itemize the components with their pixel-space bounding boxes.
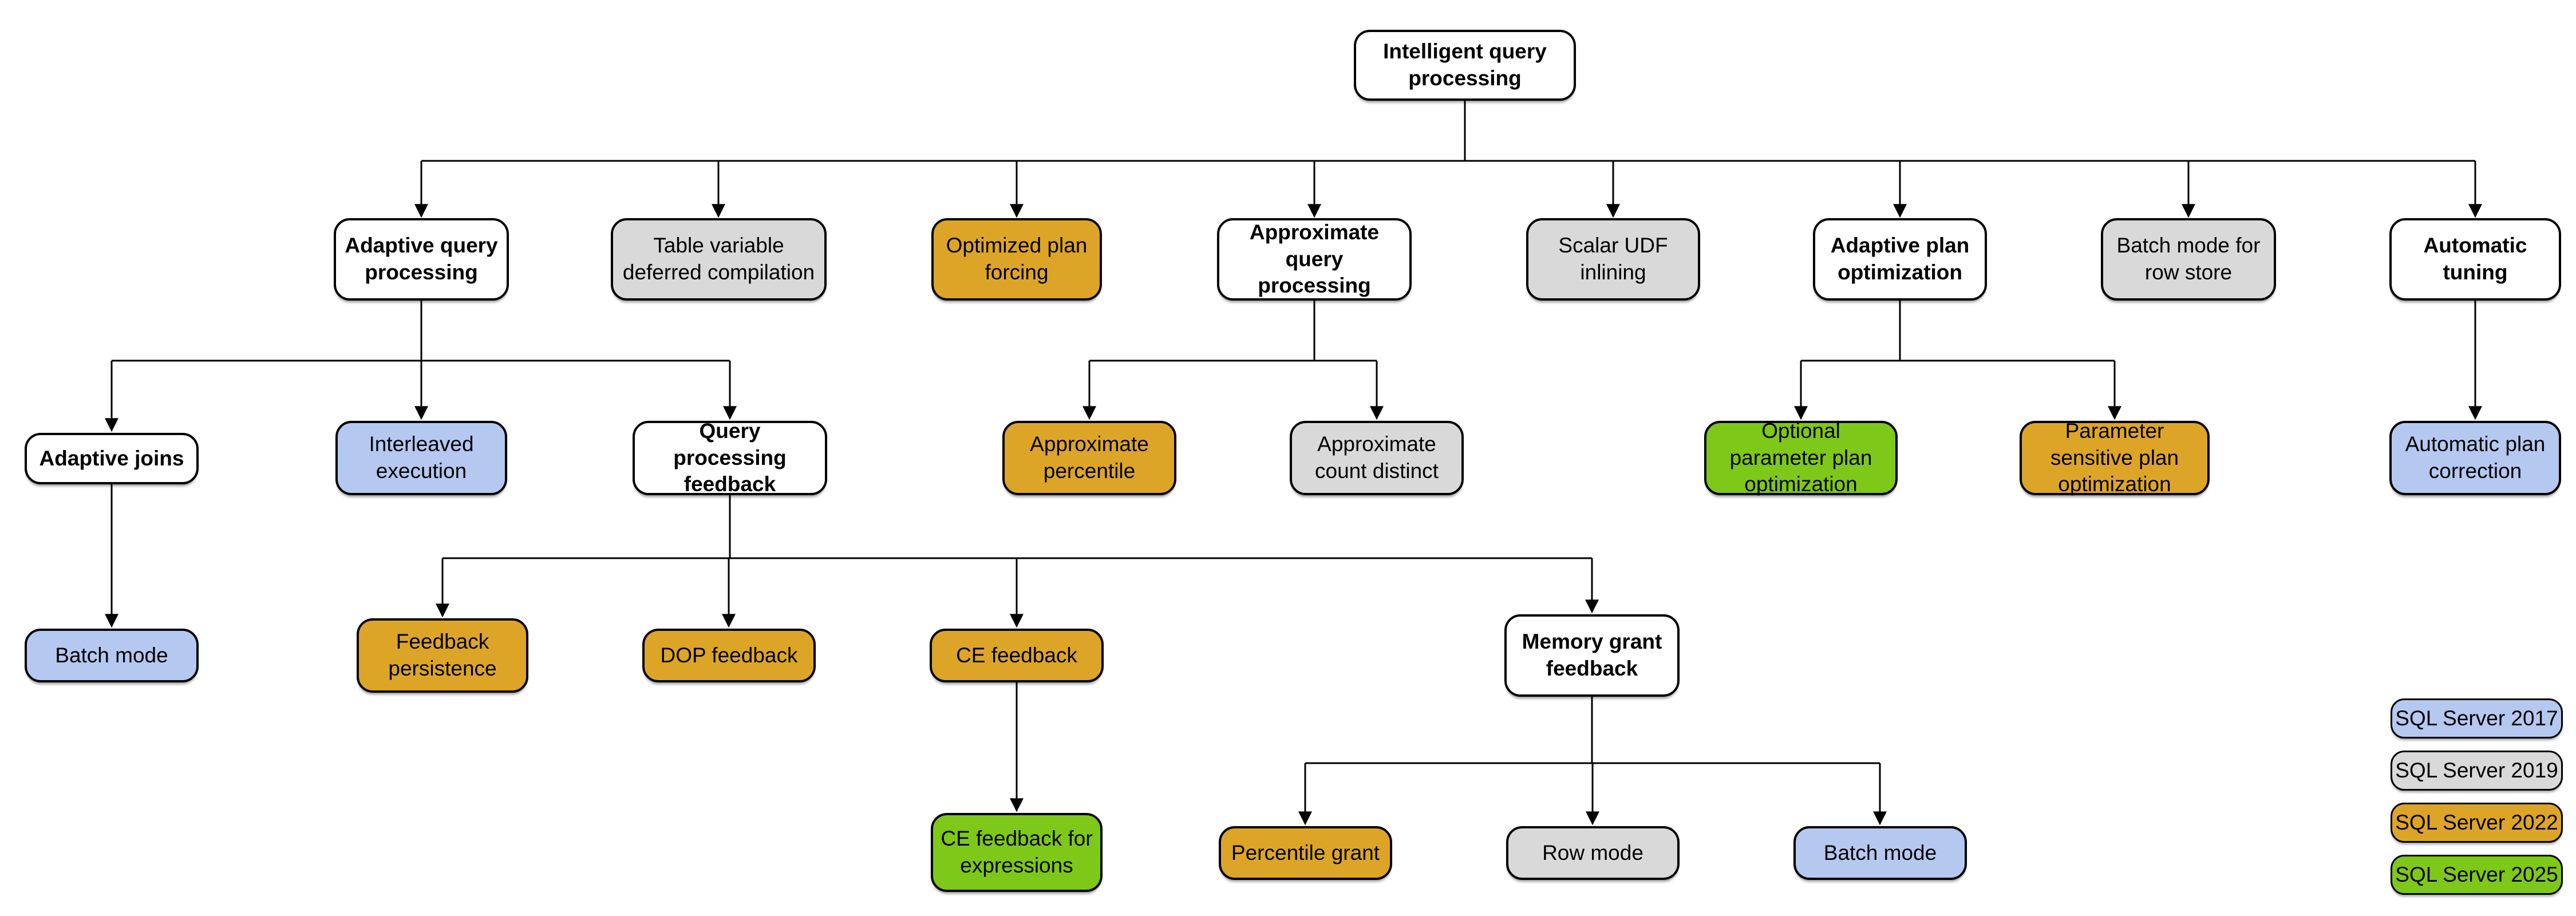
node-approximate-count-distinct: Approximate count distinct <box>1290 421 1464 495</box>
legend-sql-server-2022: SQL Server 2022 <box>2391 803 2563 843</box>
node-batch-mode-for-row-store: Batch mode for row store <box>2101 218 2276 301</box>
node-approximate-percentile: Approximate percentile <box>1002 421 1176 495</box>
node-approximate-query-processing: Approximate query processing <box>1217 218 1412 301</box>
node-adaptive-plan-optimization: Adaptive plan optimization <box>1813 218 1987 301</box>
node-batch-mode-adaptive-joins: Batch mode <box>25 629 199 682</box>
node-query-processing-feedback: Query processing feedback <box>633 419 827 496</box>
node-automatic-tuning: Automatic tuning <box>2389 218 2561 301</box>
node-automatic-plan-correction: Automatic plan correction <box>2389 421 2561 495</box>
legend-sql-server-2019: SQL Server 2019 <box>2391 751 2563 791</box>
node-row-mode: Row mode <box>1506 826 1680 880</box>
node-optimized-plan-forcing: Optimized plan forcing <box>931 218 1102 301</box>
node-scalar-udf-inlining: Scalar UDF inlining <box>1526 218 1700 301</box>
legend-sql-server-2025: SQL Server 2025 <box>2391 855 2563 895</box>
node-table-variable-deferred-compilation: Table variable deferred compilation <box>611 218 827 301</box>
node-optional-parameter-plan-optimization: Optional parameter plan optimization <box>1704 419 1898 496</box>
legend-sql-server-2017: SQL Server 2017 <box>2391 698 2563 739</box>
node-batch-mode-memory-grant: Batch mode <box>1793 826 1967 880</box>
node-intelligent-query-processing: Intelligent query processing <box>1354 30 1576 101</box>
node-ce-feedback-for-expressions: CE feedback for expressions <box>931 813 1103 892</box>
node-memory-grant-feedback: Memory grant feedback <box>1504 614 1680 697</box>
node-dop-feedback: DOP feedback <box>642 629 816 682</box>
node-parameter-sensitive-plan-optimization: Parameter sensitive plan optimization <box>2020 419 2210 496</box>
node-adaptive-joins: Adaptive joins <box>25 433 199 484</box>
node-feedback-persistence: Feedback persistence <box>357 618 528 693</box>
node-interleaved-execution: Interleaved execution <box>335 421 507 495</box>
node-ce-feedback: CE feedback <box>930 629 1104 682</box>
node-percentile-grant: Percentile grant <box>1219 826 1392 880</box>
node-adaptive-query-processing: Adaptive query processing <box>334 218 509 301</box>
